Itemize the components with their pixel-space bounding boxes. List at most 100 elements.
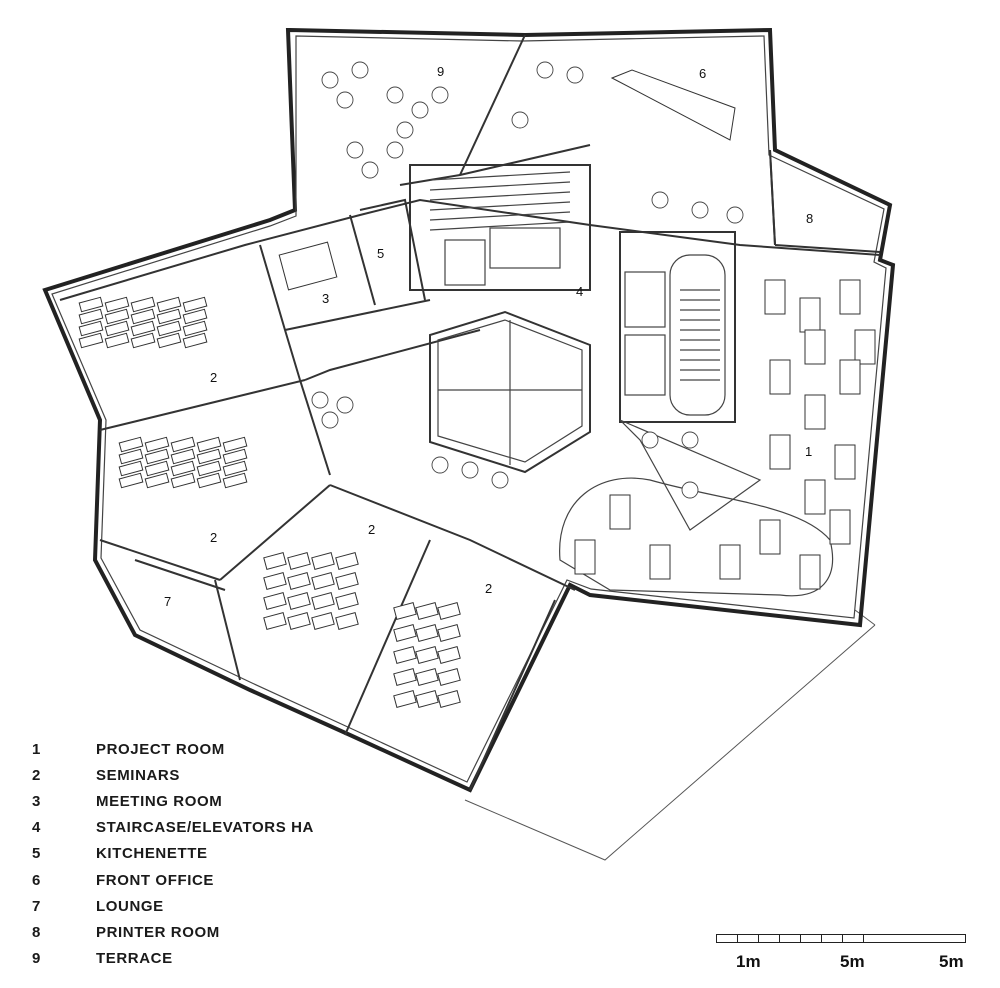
seminar-desk	[393, 646, 417, 664]
seminar-desk	[196, 436, 222, 453]
legend-number: 1	[32, 740, 41, 758]
seminar-desk	[393, 624, 417, 642]
seminar-desk	[156, 332, 182, 349]
lounge-chair	[361, 161, 379, 179]
scale-tick	[863, 935, 864, 942]
project-table	[574, 539, 596, 575]
seminar-desk	[415, 668, 439, 686]
seminar-desk	[144, 460, 170, 477]
seminar-desk	[182, 296, 208, 313]
seminar-desk	[263, 572, 287, 590]
seminar-desk	[78, 332, 104, 349]
seminar-desk	[222, 460, 248, 477]
plan-label-2b: 2	[210, 530, 217, 545]
scale-label-1m: 1m	[736, 952, 761, 971]
project-table	[799, 554, 821, 590]
scale-tick	[842, 935, 843, 942]
lounge-chair	[726, 206, 744, 224]
project-table	[834, 444, 856, 480]
lounge-chair	[691, 201, 709, 219]
project-table	[759, 519, 781, 555]
building-outline	[42, 27, 896, 793]
seminar-desk	[287, 592, 311, 610]
site-boundary	[464, 609, 876, 861]
lounge-chair	[431, 456, 449, 474]
project-table	[769, 434, 791, 470]
seminar-desk	[170, 448, 196, 465]
seminar-desk	[118, 436, 144, 453]
seminar-desk	[104, 332, 130, 349]
seminar-desk	[222, 448, 248, 465]
plan-label-9: 9	[437, 64, 444, 79]
plan-label-3: 3	[322, 291, 329, 306]
lounge-chair	[566, 66, 584, 84]
lounge-chair	[386, 141, 404, 159]
seminar-desk	[196, 472, 222, 489]
seminar-desk	[104, 308, 130, 325]
project-table	[829, 509, 851, 545]
legend-room-name: SEMINARS	[96, 766, 180, 784]
lounge-chair	[431, 86, 449, 104]
lounge-chair	[386, 86, 404, 104]
legend-room-name: STAIRCASE/ELEVATORS HA	[96, 819, 314, 837]
seminar-desk	[144, 448, 170, 465]
legend-row: 1 PROJECT ROOM	[32, 736, 314, 762]
seminar-desk	[222, 472, 248, 489]
project-table	[839, 279, 861, 315]
legend-row: 4 STAIRCASE/ELEVATORS HA	[32, 815, 314, 841]
seminar-desk	[393, 602, 417, 620]
seminar-desk	[287, 572, 311, 590]
legend-room-name: KITCHENETTE	[96, 845, 208, 863]
lounge-chair	[396, 121, 414, 139]
plan-label-6: 6	[699, 66, 706, 81]
seminar-desk	[335, 552, 359, 570]
seminar-desk	[437, 690, 461, 708]
scale-tick	[758, 935, 759, 942]
lounge-chair	[351, 61, 369, 79]
lounge-chair	[641, 431, 659, 449]
seminar-desk	[144, 472, 170, 489]
seminar-desk	[130, 308, 156, 325]
seminar-desk	[287, 612, 311, 630]
seminar-desk	[196, 460, 222, 477]
seminar-desk	[393, 668, 417, 686]
seminar-desk	[415, 624, 439, 642]
plan-label-4: 4	[576, 284, 583, 299]
seminar-desk	[335, 572, 359, 590]
legend-room-name: PROJECT ROOM	[96, 740, 225, 758]
room-number-labels: 1 2 2 2 2 3 4 5 6 8 7 9	[164, 64, 813, 609]
seminar-desk	[78, 308, 104, 325]
seminar-desk	[263, 592, 287, 610]
legend-room-name: TERRACE	[96, 950, 173, 968]
legend-number: 7	[32, 897, 41, 915]
seminar-desk	[78, 296, 104, 313]
lounge-chair	[336, 396, 354, 414]
seminar-desk	[415, 646, 439, 664]
furniture	[78, 61, 876, 708]
seminar-desk	[263, 612, 287, 630]
legend-number: 6	[32, 871, 41, 889]
project-table	[769, 359, 791, 395]
legend-number: 4	[32, 819, 41, 837]
project-table	[649, 544, 671, 580]
seminar-desk	[437, 602, 461, 620]
seminar-desk	[311, 572, 335, 590]
plan-label-2c: 2	[368, 522, 375, 537]
seminar-desk	[437, 668, 461, 686]
seminar-desk	[130, 332, 156, 349]
lounge-chair	[311, 391, 329, 409]
seminar-desk	[170, 436, 196, 453]
seminar-desk	[287, 552, 311, 570]
seminar-desk	[393, 690, 417, 708]
seminar-desk	[311, 552, 335, 570]
seminar-desk	[311, 612, 335, 630]
seminar-desk	[335, 612, 359, 630]
plan-label-1: 1	[805, 444, 812, 459]
legend-room-name: MEETING ROOM	[96, 792, 223, 810]
project-table	[839, 359, 861, 395]
seminar-desk	[104, 296, 130, 313]
seminar-desk	[156, 320, 182, 337]
